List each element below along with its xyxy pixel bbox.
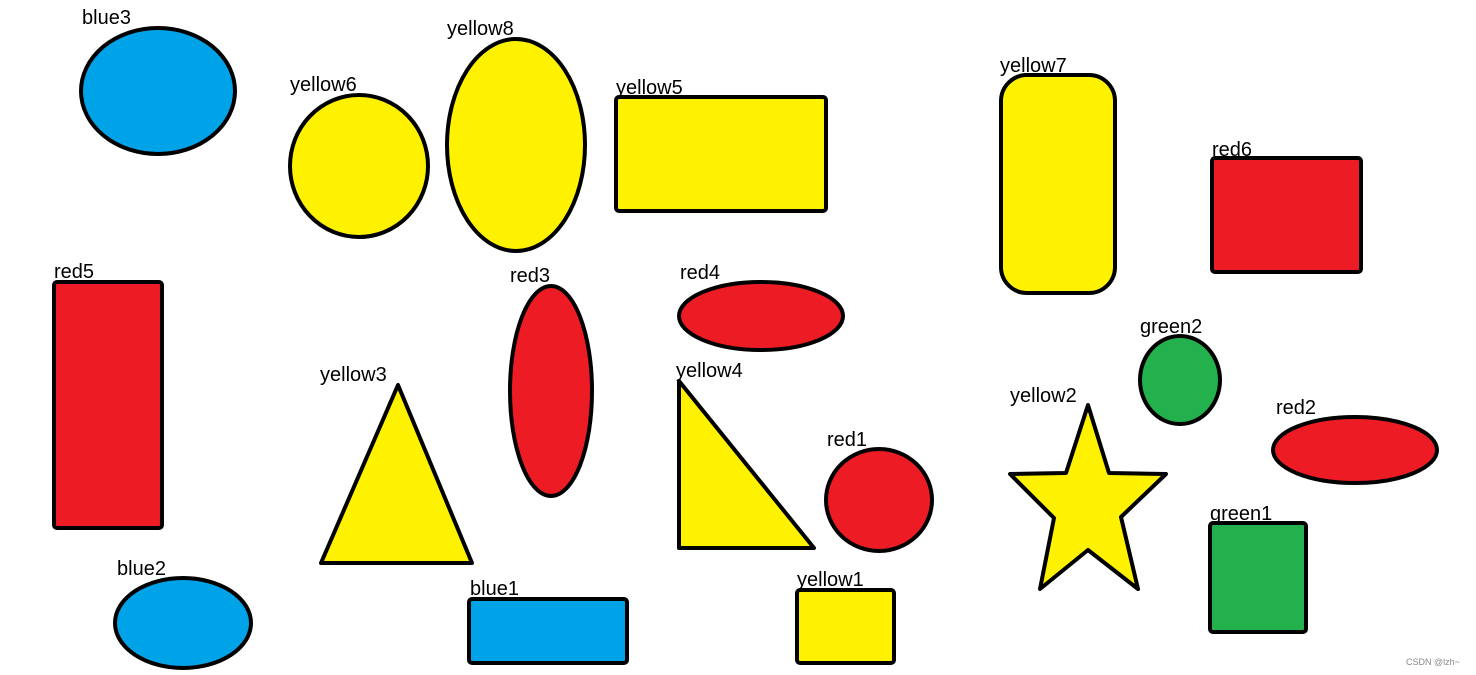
shape-yellow8: yellow8 (445, 18, 587, 253)
shape-yellow5: yellow5 (614, 77, 828, 213)
red3-label: red3 (510, 265, 550, 287)
shape-yellow3: yellow3 (319, 364, 474, 565)
yellow3-triangle (319, 383, 474, 565)
watermark-text: CSDN @lzh~ (1406, 657, 1460, 667)
yellow6-circle (288, 93, 430, 239)
green1-label: green1 (1210, 503, 1272, 525)
blue2-ellipse (113, 576, 253, 670)
shape-green2: green2 (1138, 316, 1222, 426)
blue2-label: blue2 (117, 558, 166, 580)
blue3-label: blue3 (82, 7, 131, 29)
shape-blue2: blue2 (113, 558, 253, 670)
green2-label: green2 (1140, 316, 1202, 338)
red1-label: red1 (827, 429, 867, 451)
yellow5-rectangle (614, 95, 828, 213)
yellow1-label: yellow1 (797, 569, 864, 591)
red4-label: red4 (680, 262, 720, 284)
shape-yellow7: yellow7 (999, 55, 1117, 295)
red2-ellipse (1271, 415, 1439, 485)
blue1-label: blue1 (470, 578, 519, 600)
shape-green1: green1 (1208, 503, 1308, 634)
green2-ellipse (1138, 334, 1222, 426)
shape-yellow6: yellow6 (288, 74, 430, 239)
shape-blue1: blue1 (467, 578, 629, 665)
shape-blue3: blue3 (79, 7, 237, 156)
yellow7-label: yellow7 (1000, 55, 1067, 77)
red3-ellipse (508, 284, 594, 498)
shape-red3: red3 (508, 265, 594, 498)
blue3-ellipse (79, 26, 237, 156)
red6-rectangle (1210, 156, 1363, 274)
yellow8-ellipse (445, 37, 587, 253)
yellow5-label: yellow5 (616, 77, 683, 99)
yellow4-label: yellow4 (676, 360, 743, 382)
yellow3-label: yellow3 (320, 364, 387, 386)
shape-red6: red6 (1210, 139, 1363, 274)
shape-red1: red1 (824, 429, 934, 553)
yellow7-rounded-rectangle (999, 73, 1117, 295)
shape-yellow1: yellow1 (795, 569, 896, 665)
red5-label: red5 (54, 261, 94, 283)
red6-label: red6 (1212, 139, 1252, 161)
red1-circle (824, 447, 934, 553)
shape-red4: red4 (677, 262, 845, 352)
shape-yellow2: yellow2 (1008, 385, 1168, 591)
shape-yellow4: yellow4 (676, 360, 816, 550)
yellow2-star (1008, 403, 1168, 591)
yellow6-label: yellow6 (290, 74, 357, 96)
green1-rectangle (1208, 521, 1308, 634)
red4-ellipse (677, 280, 845, 352)
yellow8-label: yellow8 (447, 18, 514, 40)
blue1-rectangle (467, 597, 629, 665)
yellow4-right-triangle (677, 379, 816, 550)
yellow1-rectangle (795, 588, 896, 665)
red2-label: red2 (1276, 397, 1316, 419)
yellow2-label: yellow2 (1010, 385, 1077, 407)
red5-rectangle (52, 280, 164, 530)
shape-red5: red5 (52, 261, 164, 530)
shape-red2: red2 (1271, 397, 1439, 485)
